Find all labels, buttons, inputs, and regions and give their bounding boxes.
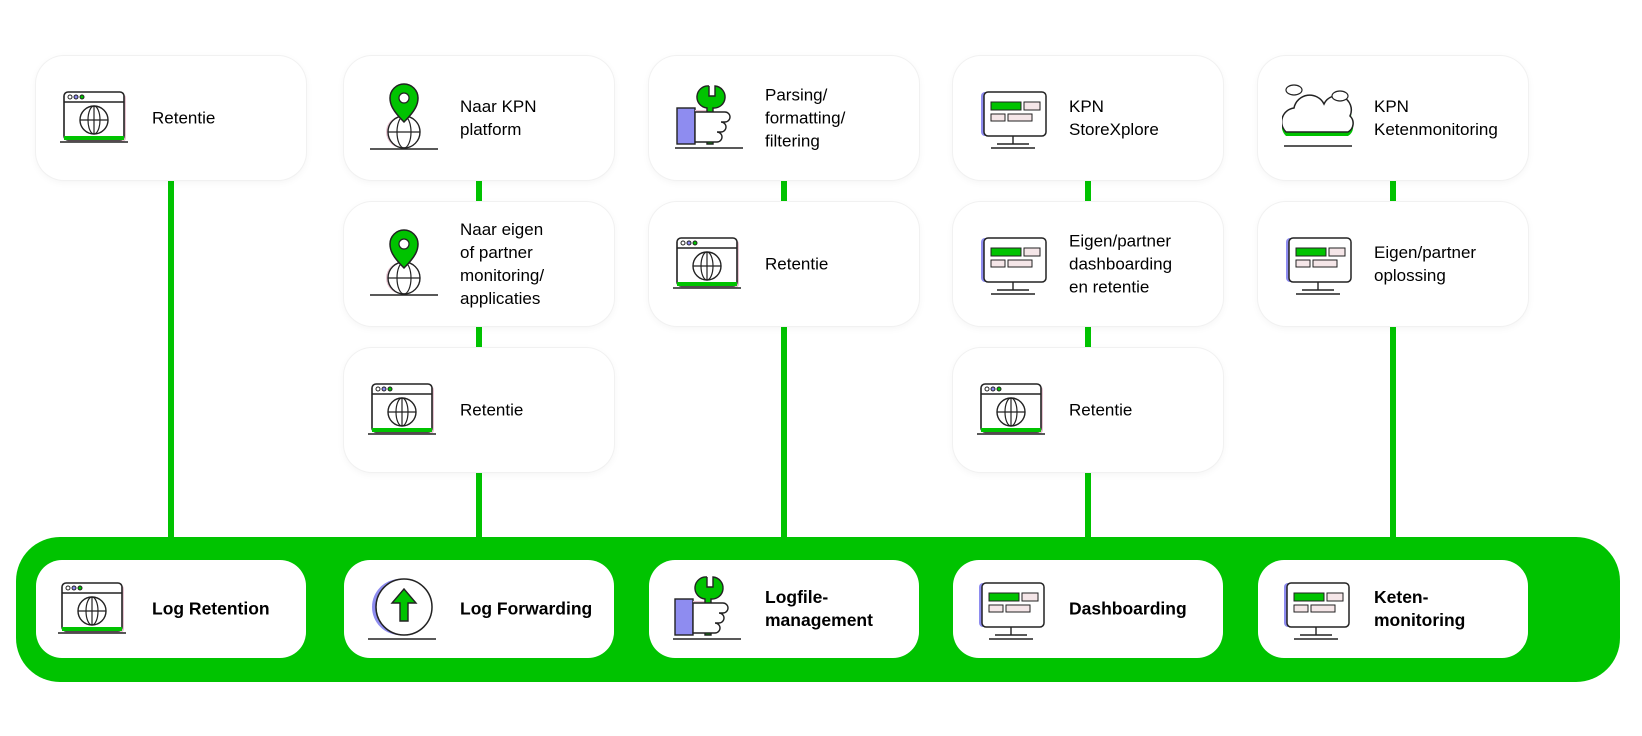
service-label: Log Forwarding — [460, 598, 593, 619]
module-card: Parsing/ formatting/ filtering — [649, 56, 919, 180]
module-label: Retentie — [152, 108, 216, 128]
service-card: Log Retention — [36, 560, 306, 658]
module-card: KPN StoreXplore — [953, 56, 1223, 180]
browser-globe-icon — [673, 228, 745, 300]
service-card: Log Forwarding — [344, 560, 614, 658]
module-card: Naar eigen of partner monitoring/ applic… — [344, 202, 614, 326]
service-label: Log Retention — [152, 598, 270, 619]
module-card: Eigen/partner dashboarding en retentie — [953, 202, 1223, 326]
service-card: Dashboarding — [953, 560, 1223, 658]
module-label: Retentie — [765, 254, 829, 274]
service-card: Keten- monitoring — [1258, 560, 1528, 658]
module-label: Eigen/partner oplossing — [1374, 243, 1477, 285]
module-label: Retentie — [1069, 400, 1133, 420]
browser-globe-icon — [368, 374, 440, 446]
module-card: Retentie — [649, 202, 919, 326]
service-card: Logfile- management — [649, 560, 919, 658]
connector-line — [168, 180, 174, 540]
module-card: KPN Ketenmonitoring — [1258, 56, 1528, 180]
module-card: Retentie — [953, 348, 1223, 472]
module-card: Naar KPN platform — [344, 56, 614, 180]
module-label: Naar KPN platform — [460, 97, 537, 139]
module-label: Eigen/partner dashboarding en retentie — [1069, 231, 1173, 297]
monitor-dashboard-icon — [975, 573, 1047, 645]
monitor-dashboard-icon — [977, 82, 1049, 154]
location-globe-icon — [368, 228, 440, 300]
module-label: KPN Ketenmonitoring — [1374, 97, 1498, 139]
module-card: Retentie — [36, 56, 306, 180]
module-card: Retentie — [344, 348, 614, 472]
cloud-icon — [1280, 82, 1354, 154]
location-globe-icon — [368, 82, 440, 154]
browser-globe-icon — [60, 82, 132, 154]
browser-globe-icon — [977, 374, 1049, 446]
wrench-hand-icon — [671, 573, 743, 645]
module-label: KPN StoreXplore — [1069, 97, 1159, 139]
wrench-hand-icon — [673, 82, 745, 154]
service-label: Keten- monitoring — [1374, 587, 1466, 630]
module-card: Eigen/partner oplossing — [1258, 202, 1528, 326]
connector-line — [1390, 180, 1396, 540]
service-label: Logfile- management — [765, 587, 873, 630]
service-label: Dashboarding — [1069, 598, 1187, 619]
module-label: Retentie — [460, 400, 524, 420]
browser-globe-icon — [58, 573, 130, 645]
upload-arrow-icon — [366, 573, 438, 645]
module-label: Parsing/ formatting/ filtering — [765, 85, 846, 151]
monitor-dashboard-icon — [1282, 228, 1354, 300]
module-label: Naar eigen of partner monitoring/ applic… — [460, 220, 545, 308]
connector-line — [781, 180, 787, 540]
monitor-dashboard-icon — [977, 228, 1049, 300]
monitor-dashboard-icon — [1280, 573, 1352, 645]
